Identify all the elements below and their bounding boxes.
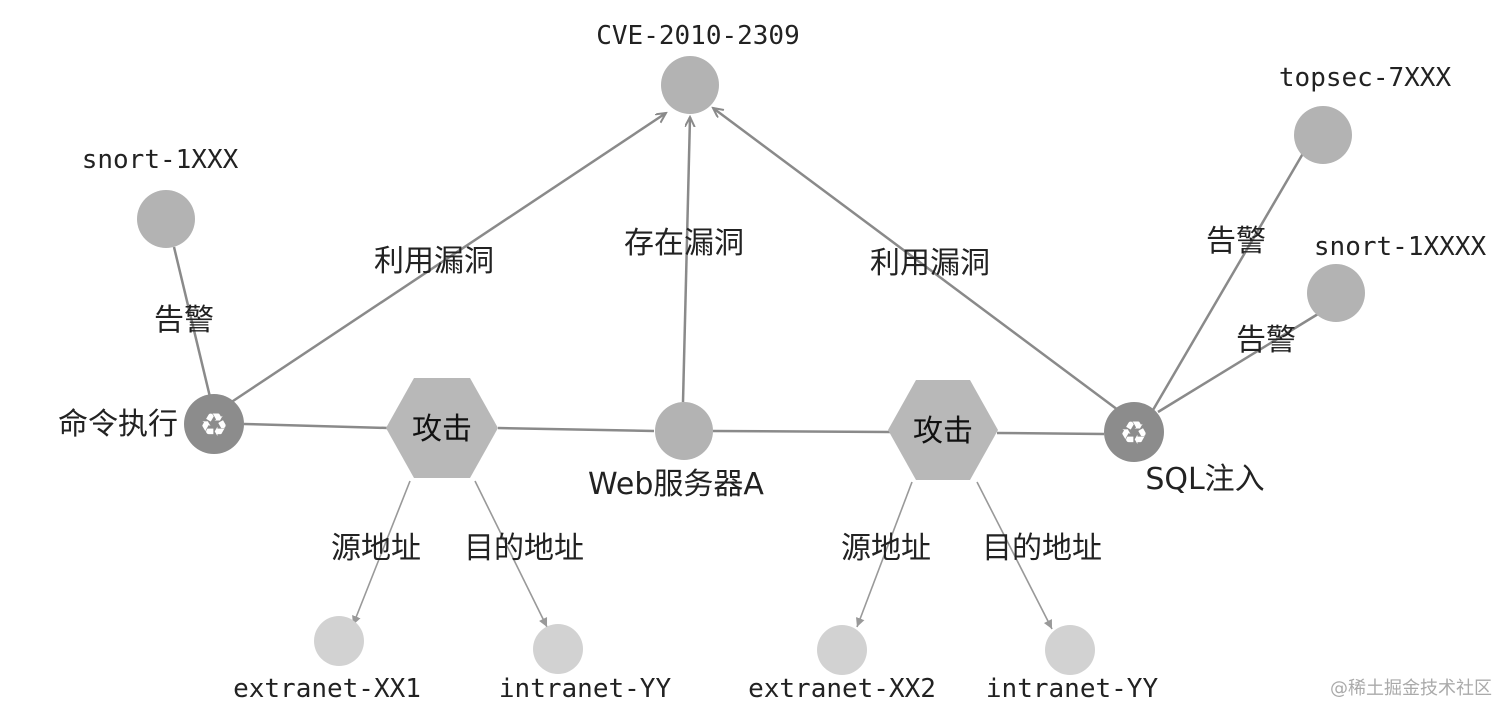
node-web[interactable] xyxy=(655,402,713,460)
label-cmd: 命令执行 xyxy=(58,407,178,442)
recycle-icon: ♻ xyxy=(1120,414,1149,452)
nodes: ♻ ♻ xyxy=(137,56,1365,675)
label-src2: 源地址 xyxy=(841,531,931,566)
label-exploit-left: 利用漏洞 xyxy=(374,244,494,279)
label-src1: 源地址 xyxy=(331,531,421,566)
node-int1[interactable] xyxy=(533,624,583,674)
label-snort2: snort-1XXXX xyxy=(1314,232,1487,262)
node-cmd[interactable]: ♻ xyxy=(184,394,244,454)
edge-attack2-int2 xyxy=(976,481,1053,630)
edge-attack2-ext2 xyxy=(855,481,913,628)
node-ext1[interactable] xyxy=(314,616,364,666)
edge-labels: 利用漏洞 存在漏洞 利用漏洞 告警 告警 告警 源地址 目的地址 源地址 目的地… xyxy=(154,224,1296,566)
node-ext2[interactable] xyxy=(817,625,867,675)
label-dst2: 目的地址 xyxy=(982,531,1102,566)
node-int2[interactable] xyxy=(1045,625,1095,675)
node-snort1[interactable] xyxy=(137,190,195,248)
label-ext2: extranet-XX2 xyxy=(748,674,936,704)
label-snort1: snort-1XXX xyxy=(82,145,239,175)
label-topsec: topsec-7XXX xyxy=(1279,63,1452,93)
node-cve[interactable] xyxy=(661,56,719,114)
label-alert-topsec: 告警 xyxy=(1206,224,1266,259)
label-web: Web服务器A xyxy=(588,467,764,502)
label-attack2: 攻击 xyxy=(913,414,973,449)
edge-attack1-ext1 xyxy=(352,480,411,626)
label-cve: CVE-2010-2309 xyxy=(596,21,800,51)
label-exploit-right: 利用漏洞 xyxy=(870,246,990,281)
label-alert-snort2: 告警 xyxy=(1236,323,1296,358)
label-int2: intranet-YY xyxy=(986,674,1159,704)
edge-cmd-attack1 xyxy=(243,422,389,430)
edge-attack2-sql xyxy=(996,431,1105,436)
label-exists: 存在漏洞 xyxy=(624,226,744,261)
watermark: @稀土掘金技术社区 xyxy=(1330,678,1492,699)
edge-web-attack2 xyxy=(712,429,891,434)
edge-attack1-int1 xyxy=(474,480,548,628)
node-labels: CVE-2010-2309 snort-1XXX topsec-7XXX sno… xyxy=(58,21,1486,704)
edge-attack1-web xyxy=(497,426,655,433)
edge-cmd-cve xyxy=(229,113,666,405)
edges xyxy=(172,108,1319,630)
label-int1: intranet-YY xyxy=(499,674,672,704)
node-attack1-hexagon[interactable] xyxy=(386,378,498,478)
label-alert-left: 告警 xyxy=(154,303,214,338)
recycle-icon: ♻ xyxy=(200,406,229,444)
node-attack2-hexagon[interactable] xyxy=(888,380,998,480)
label-attack1: 攻击 xyxy=(412,412,472,447)
node-topsec[interactable] xyxy=(1294,106,1352,164)
edge-sql-cve xyxy=(713,108,1119,412)
label-ext1: extranet-XX1 xyxy=(233,674,421,704)
edge-snort2-sql xyxy=(1157,312,1319,414)
edge-topsec-sql xyxy=(1151,149,1307,411)
edge-snort1-cmd xyxy=(172,246,212,398)
node-snort2[interactable] xyxy=(1307,264,1365,322)
node-sql[interactable]: ♻ xyxy=(1104,402,1164,462)
label-dst1: 目的地址 xyxy=(464,531,584,566)
edge-web-cve xyxy=(681,117,690,403)
label-sql: SQL注入 xyxy=(1145,462,1264,497)
